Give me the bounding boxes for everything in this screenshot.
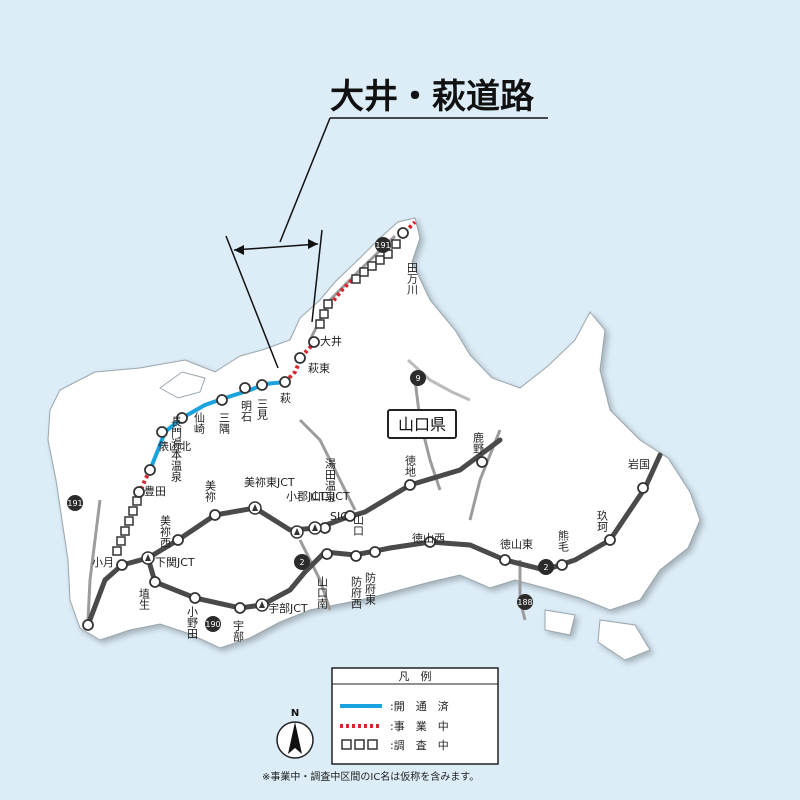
label-kuga: 玖珂 (596, 510, 609, 533)
label-ube-jct: 宇部JCT (268, 601, 308, 615)
label-yamaguchi-south: 山口南 (316, 576, 329, 609)
label-sic: SIC (330, 510, 348, 523)
label-ogori-jct: 小郡JCT (286, 490, 326, 503)
label-hofu-west: 防府西 (350, 575, 363, 609)
legend-item-open: :開 通 済 (390, 699, 449, 713)
label-akashi: 明石 (240, 400, 253, 422)
label-kumage: 熊毛 (557, 529, 570, 552)
shield-2-west: 2 (294, 554, 310, 570)
label-ube: 宇部 (232, 620, 245, 642)
label-kano: 鹿野 (472, 431, 485, 454)
svg-text:N: N (291, 708, 299, 719)
label-mine-east-jct: 美祢東JCT (244, 476, 295, 489)
label-onoda: 小野田 (186, 606, 199, 639)
label-hofu-east: 防府東 (364, 571, 377, 606)
title-callout: 大井・萩道路 (225, 77, 548, 369)
route-shields: 191 9 2 2 188 191 190 (67, 237, 554, 632)
shield-9: 9 (410, 370, 426, 386)
svg-text:山口県: 山口県 (398, 415, 446, 434)
label-misumi: 三隅 (218, 412, 231, 435)
svg-text:190: 190 (205, 620, 220, 629)
label-senzaki: 仙崎 (193, 412, 206, 434)
label-hagi-east: 萩東 (308, 362, 330, 375)
title: 大井・萩道路 (330, 77, 535, 117)
legend-item-construction: :事 業 中 (390, 720, 449, 733)
label-sanmi: 三見 (256, 398, 269, 420)
land (47, 217, 701, 661)
svg-text:9: 9 (415, 374, 420, 383)
prefecture-label: 山口県 (387, 409, 457, 439)
label-mine-west: 美祢西 (159, 515, 172, 548)
label-tokuyama-west: 徳山西 (412, 532, 445, 545)
label-yuda-onsen: 湯田温泉 (324, 458, 337, 502)
label-shimonoseki-jct: 下関JCT (155, 556, 195, 569)
shield-191-north: 191 (375, 237, 391, 253)
label-yamaguchi-jct: 山口JCT (310, 490, 350, 503)
label-tawarayama-north: 俵山北 (158, 440, 191, 453)
shield-188: 188 (517, 594, 533, 610)
label-ozuki: 小月 (92, 556, 114, 569)
label-yamaguchi: 山口 (352, 514, 365, 536)
north-arrow-icon: N (276, 708, 314, 759)
label-iwakuni: 岩国 (628, 457, 650, 471)
boundary (406, 358, 471, 402)
route-open (148, 380, 287, 472)
svg-text:2: 2 (543, 563, 548, 572)
svg-text:2: 2 (299, 558, 304, 567)
label-hagi: 萩 (280, 392, 291, 405)
shield-190: 190 (205, 616, 221, 632)
svg-text:191: 191 (375, 241, 390, 250)
label-tamagawa: 田万川 (406, 262, 419, 295)
label-toyota: 豊田 (144, 485, 166, 498)
shield-2-east: 2 (538, 559, 554, 575)
label-tokuji: 徳地 (404, 455, 417, 477)
label-tokuyama-east: 徳山東 (500, 538, 533, 551)
label-habu: 埴生 (138, 587, 151, 610)
jct-markers (141, 501, 322, 612)
svg-text:191: 191 (67, 499, 82, 508)
label-mine: 美祢 (204, 480, 217, 503)
shield-191-west: 191 (67, 495, 83, 511)
legend: 凡 例 :開 通 済 :事 業 中 :調 査 中 (331, 667, 499, 765)
ic-markers (82, 227, 649, 631)
label-nagato-yumoto: 長門湯本温泉 (170, 416, 183, 482)
label-oi: 大井 (320, 334, 342, 348)
svg-text:188: 188 (517, 598, 532, 607)
legend-item-survey: :調 査 中 (390, 738, 449, 752)
route-survey (112, 239, 401, 556)
ic-labels: 田万川 大井 萩東 萩 三見 明石 三隅 仙崎 長門湯本温泉 俵山北 豊田 美祢… (92, 262, 650, 642)
legend-heading: 凡 例 (399, 669, 432, 683)
footnote: ※事業中・調査中区間のIC名は仮称を含みます。 (262, 770, 479, 783)
